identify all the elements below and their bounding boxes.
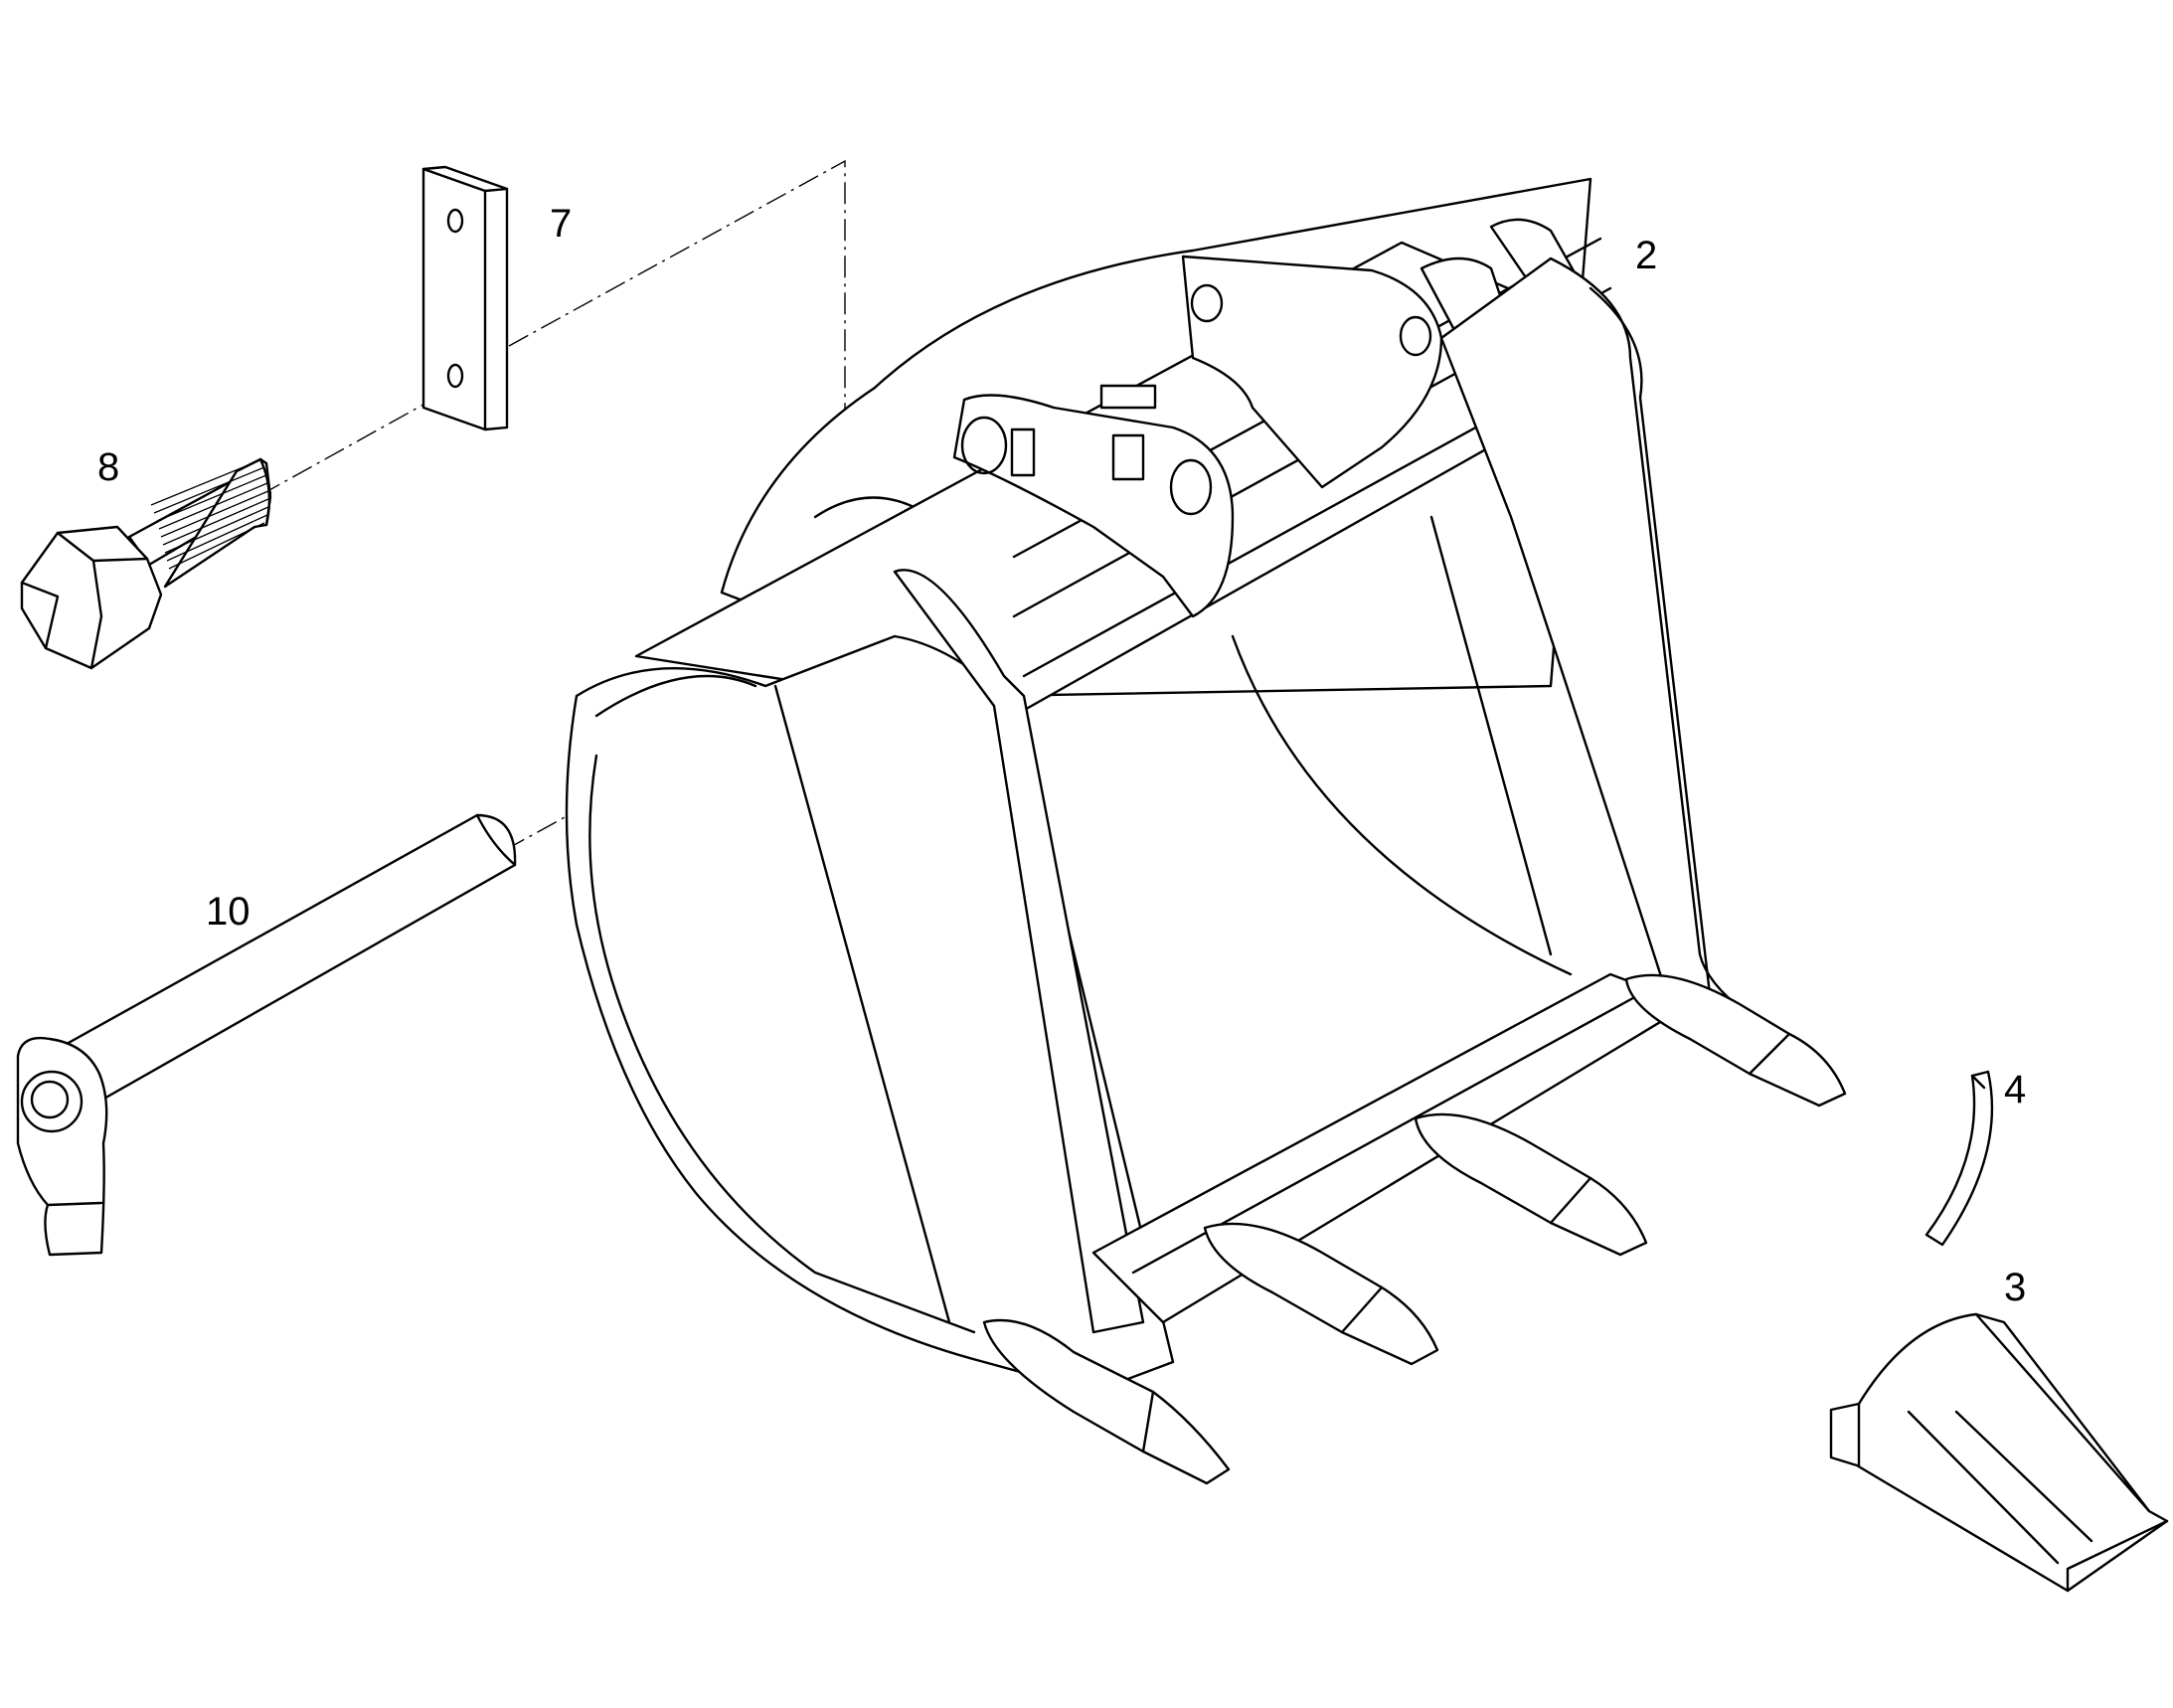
callout-label-4: 4	[2004, 1068, 2027, 1111]
callout-label-3: 3	[2004, 1266, 2027, 1309]
callout-label-2: 2	[1635, 234, 1658, 277]
retainer-part-4	[1924, 1070, 1994, 1247]
callout-label-7: 7	[550, 202, 573, 246]
bucket-teeth	[982, 973, 1847, 1485]
plate-part-7	[421, 165, 509, 431]
callout-label-8: 8	[97, 445, 120, 489]
pin-part-10	[16, 813, 517, 1257]
tooth-part-3	[1829, 1312, 2169, 1593]
bucket-part-2	[565, 177, 1847, 1485]
bolt-part-8	[20, 457, 272, 670]
callout-label-10: 10	[206, 890, 251, 934]
